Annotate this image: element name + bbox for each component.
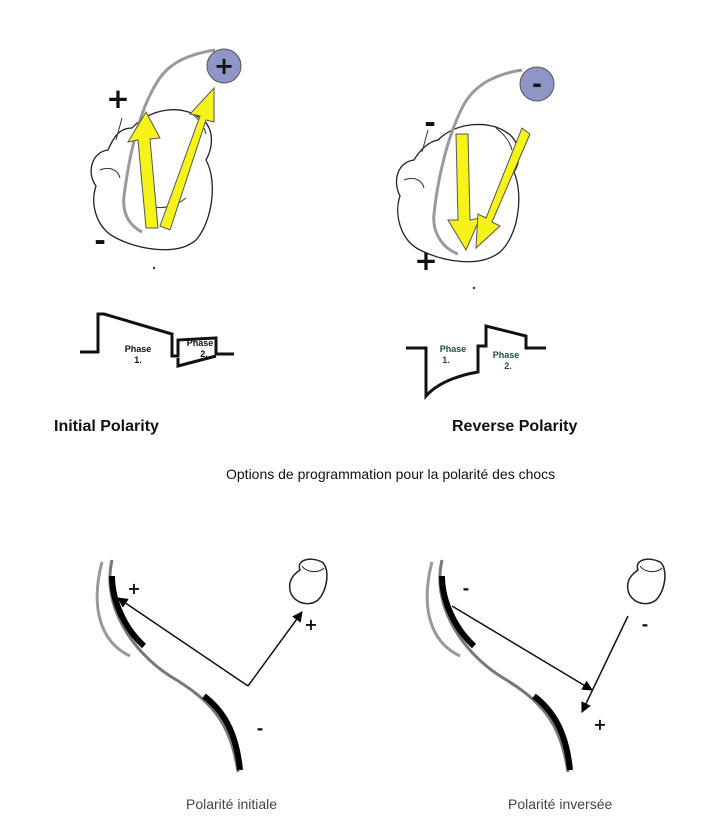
svg-text:-: - <box>642 615 649 634</box>
svg-text:Phase: Phase <box>125 344 152 354</box>
heart-initial-polarity: + + - <box>90 48 242 270</box>
lead-bottom-sign: - <box>94 224 106 257</box>
svg-text:+: + <box>593 715 606 734</box>
device-sign: + <box>214 52 234 80</box>
svg-text:2.: 2. <box>504 361 512 371</box>
svg-text:-: - <box>257 719 264 738</box>
device-can-outline <box>626 558 666 605</box>
figure-subtitle: Options de programmation pour la polarit… <box>226 466 556 482</box>
device-can <box>519 66 555 102</box>
svg-text:1.: 1. <box>134 355 142 365</box>
svg-text:+: + <box>127 579 140 598</box>
lead-top-sign: - <box>424 106 436 139</box>
device-can <box>206 48 242 84</box>
caption-initial-polarity: Initial Polarity <box>54 418 159 435</box>
svg-text:Phase: Phase <box>440 344 467 354</box>
waveform-initial: Phase 1. Phase 2. <box>80 312 234 368</box>
svg-text:+: + <box>304 615 317 634</box>
svg-text:-: - <box>463 579 470 598</box>
caption-reverse-polarity: Reverse Polarity <box>452 418 578 435</box>
svg-text:Phase: Phase <box>493 350 520 360</box>
svg-text:1.: 1. <box>442 355 450 365</box>
svg-text:2.: 2. <box>200 349 208 359</box>
svg-text:Phase: Phase <box>187 338 214 348</box>
lead-diagram-reverse: - - + <box>425 558 666 773</box>
caption-polarite-initiale: Polarité initiale <box>186 796 278 812</box>
caption-polarite-inversee: Polarité inversée <box>508 796 613 812</box>
device-sign: - <box>532 70 542 98</box>
heart-reverse-polarity: - - + <box>395 66 555 290</box>
lead-bottom-sign: + <box>414 244 437 277</box>
lead-diagram-initial: + + - <box>95 558 328 773</box>
device-can-outline <box>288 558 328 605</box>
lead-top-sign: + <box>106 82 129 115</box>
waveform-reverse: Phase 1. Phase 2. <box>406 324 546 400</box>
